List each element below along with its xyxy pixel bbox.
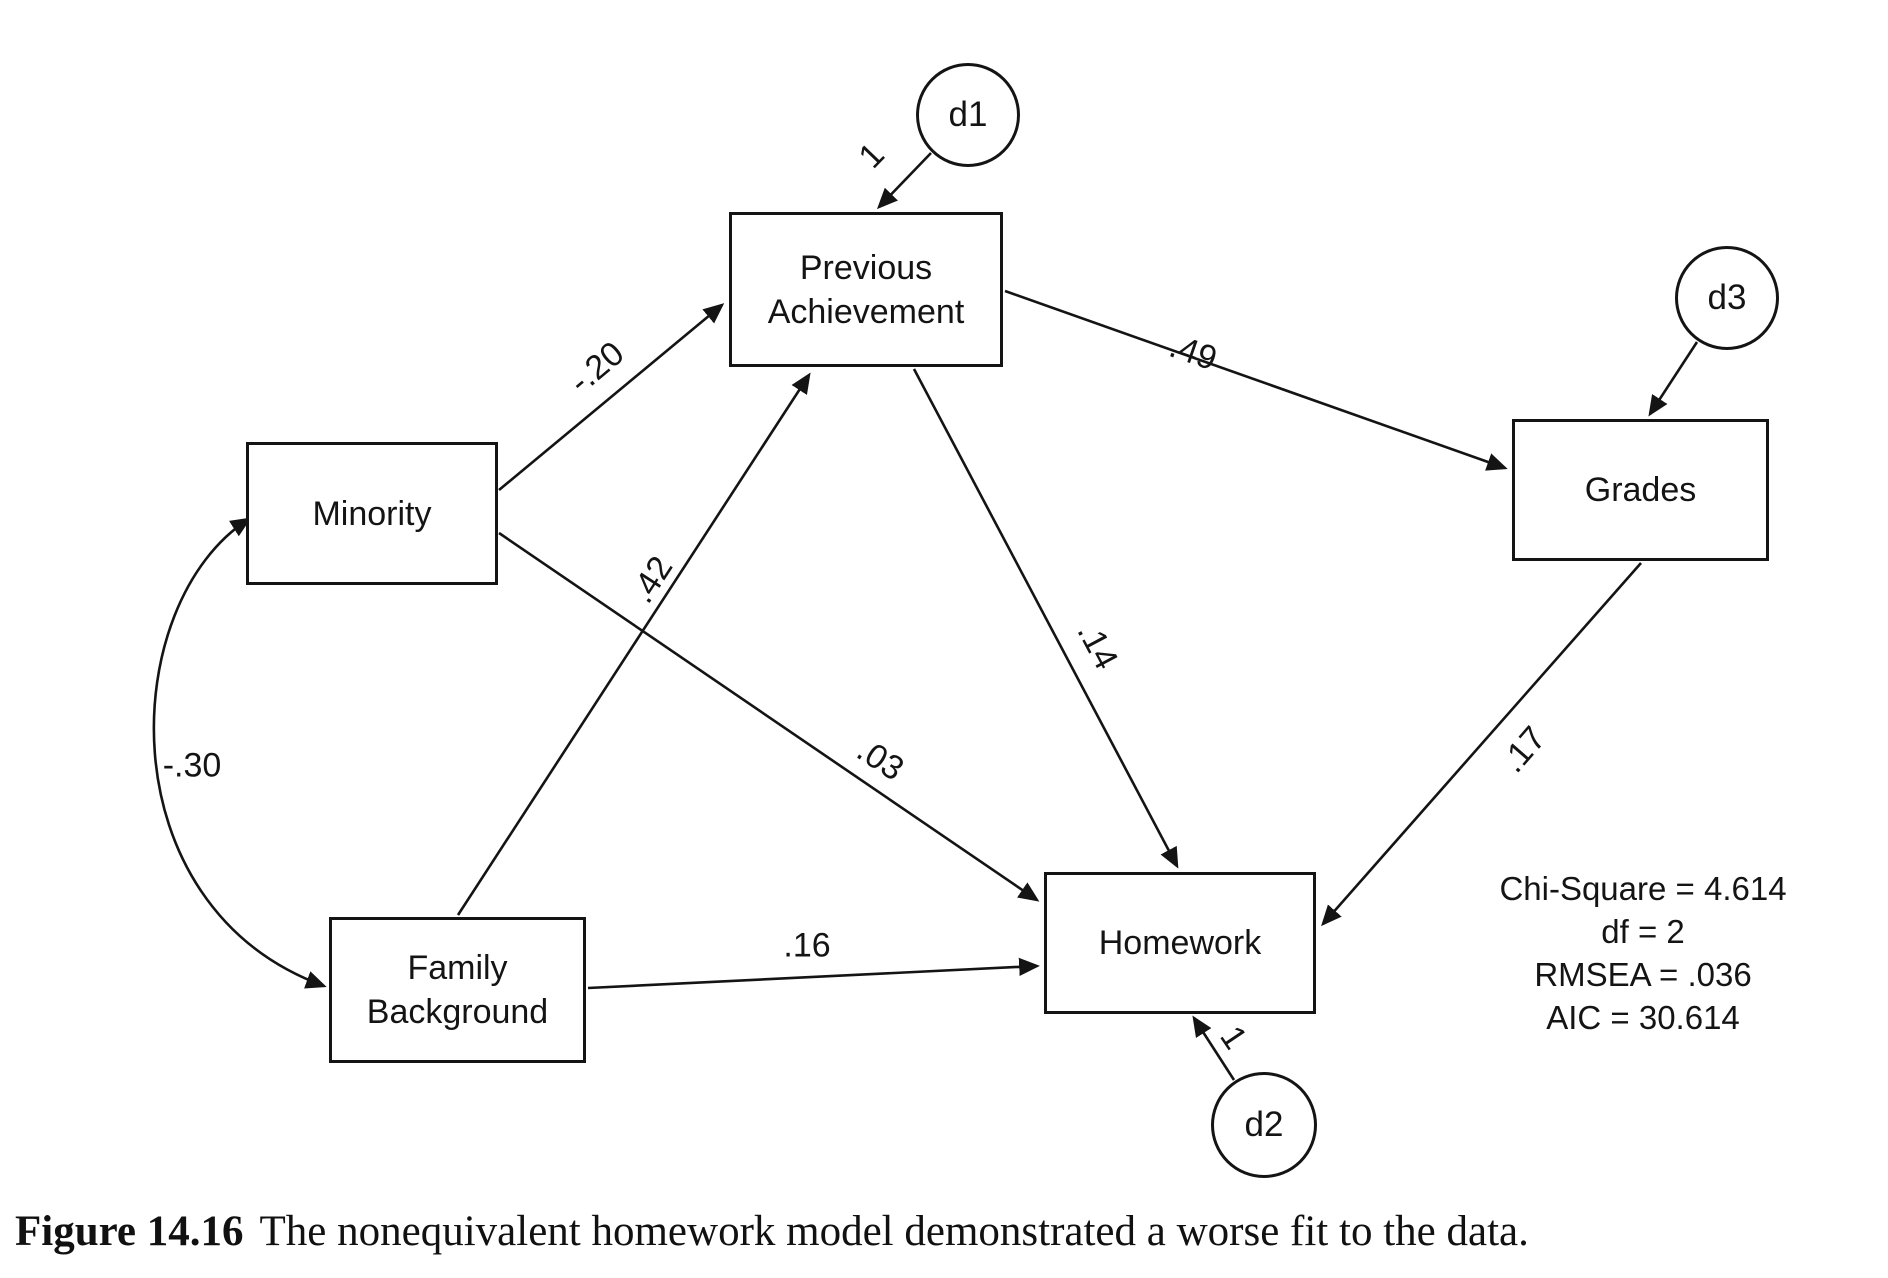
node-grades-label: Grades	[1584, 471, 1697, 509]
edge-d2-to-homework	[1192, 1015, 1236, 1081]
edge-grades-to-homework	[1321, 562, 1642, 927]
edge-covariance-minority-family-background	[152, 517, 327, 989]
node-grades: Grades	[1512, 419, 1769, 561]
node-family-background-label-line1: Family	[407, 949, 508, 987]
node-minority-label: Minority	[312, 494, 432, 533]
disturbance-d1-label: d1	[948, 95, 988, 134]
disturbance-d2-label: d2	[1244, 1105, 1284, 1144]
node-previous-achievement: Previous Achievement	[729, 212, 1003, 367]
node-minority: Minority	[246, 442, 498, 585]
disturbance-d3-label: d3	[1707, 278, 1747, 317]
edge-family-background-to-homework	[587, 957, 1040, 990]
node-previous-achievement-label-line2: Achievement	[767, 292, 965, 331]
disturbance-d2: d2	[1211, 1072, 1317, 1178]
node-homework-label: Homework	[1098, 924, 1262, 962]
edge-previous-achievement-to-grades	[1004, 289, 1508, 471]
figure-caption-text: The nonequivalent homework model demonst…	[259, 1208, 1529, 1255]
fit-statistics: Chi-Square = 4.614 df = 2 RMSEA = .036 A…	[1447, 867, 1839, 1039]
fit-rmsea: RMSEA = .036	[1534, 956, 1752, 993]
disturbance-d1: d1	[916, 63, 1020, 167]
edge-family-background-to-previous-achievement	[456, 372, 811, 916]
coefficient-family-background-to-homework: .16	[783, 926, 831, 965]
edge-minority-to-previous-achievement	[498, 303, 725, 492]
edge-d1-to-previous-achievement	[876, 152, 932, 210]
node-family-background: Family Background	[329, 917, 586, 1063]
figure-number: Figure 14.16	[15, 1208, 244, 1255]
node-homework: Homework	[1044, 872, 1316, 1014]
node-family-background-label-line2: Background	[366, 993, 549, 1031]
edge-minority-to-homework	[498, 531, 1040, 902]
figure-caption: Figure 14.16 The nonequivalent homework m…	[15, 1206, 1835, 1258]
fit-df: df = 2	[1601, 913, 1685, 950]
node-previous-achievement-label-line1: Previous	[799, 248, 933, 287]
edge-previous-achievement-to-homework	[912, 368, 1179, 869]
edge-d3-to-grades	[1648, 341, 1699, 417]
fit-chi-square: Chi-Square = 4.614	[1499, 870, 1787, 907]
disturbance-d3: d3	[1675, 246, 1779, 350]
coefficient-covariance-minority-family-background: -.30	[162, 746, 222, 785]
fit-aic: AIC = 30.614	[1546, 999, 1740, 1036]
